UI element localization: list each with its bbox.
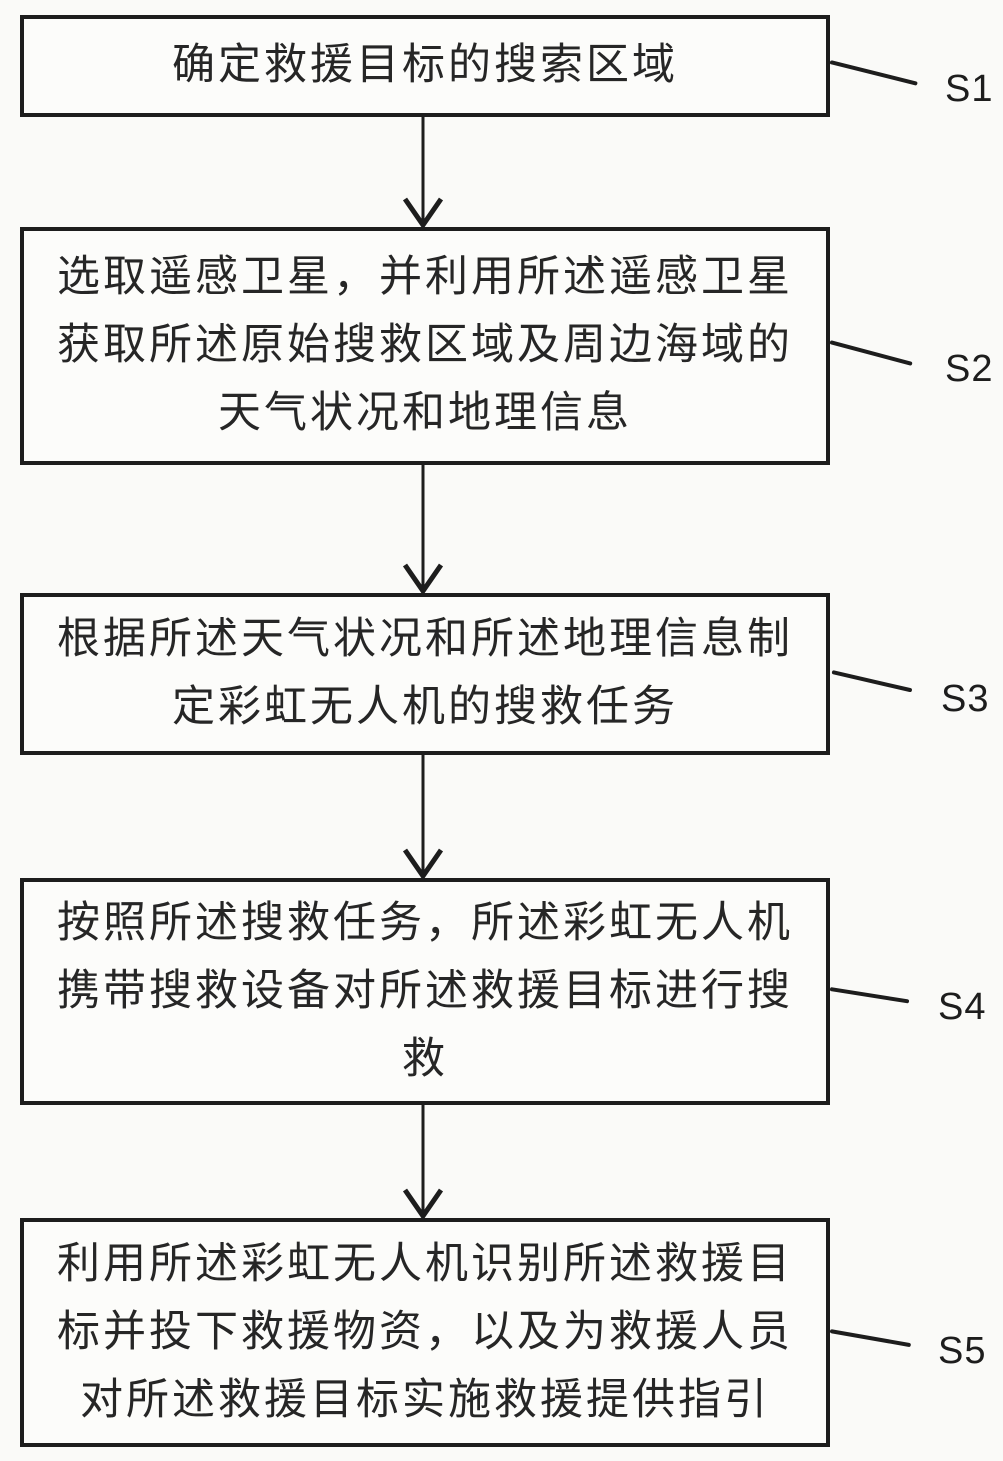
step-text-line: 按照所述搜救任务，所述彩虹无人机 <box>57 899 793 947</box>
step-label-s5: S5 <box>938 1330 987 1372</box>
down-arrow-icon <box>402 1105 444 1220</box>
step-text-line: 根据所述天气状况和所述地理信息制 <box>57 616 793 663</box>
step-text-line: 获取所述原始搜救区域及周边海域的 <box>57 322 793 369</box>
step-box-s3: 根据所述天气状况和所述地理信息制 定彩虹无人机的搜救任务 <box>20 593 830 755</box>
down-arrow-icon <box>402 117 444 229</box>
step-box-s4: 按照所述搜救任务，所述彩虹无人机 携带搜救设备对所述救援目标进行搜 救 <box>20 878 830 1105</box>
leader-line-s3 <box>831 670 913 693</box>
step-box-s5: 利用所述彩虹无人机识别所述救援目 标并投下救援物资，以及为救援人员 对所述救援目… <box>20 1218 830 1447</box>
step-label-s1: S1 <box>945 68 994 110</box>
step-text-line: 救 <box>402 1035 448 1083</box>
leader-line-s5 <box>829 1329 912 1348</box>
step-box-s1: 确定救援目标的搜索区域 <box>20 15 830 117</box>
down-arrow-icon <box>402 465 444 595</box>
step-text-line: 携带搜救设备对所述救援目标进行搜 <box>57 967 793 1015</box>
step-text-line: 对所述救援目标实施救援提供指引 <box>80 1376 770 1424</box>
step-text-line: 选取遥感卫星，并利用所述遥感卫星 <box>57 254 793 301</box>
step-text-line: 确定救援目标的搜索区域 <box>172 42 678 89</box>
leader-line-s2 <box>829 340 913 366</box>
step-box-s2: 选取遥感卫星，并利用所述遥感卫星 获取所述原始搜救区域及周边海域的 天气状况和地… <box>20 227 830 465</box>
step-text-line: 定彩虹无人机的搜救任务 <box>172 684 678 731</box>
leader-line-s1 <box>829 60 918 86</box>
step-text-line: 天气状况和地理信息 <box>218 390 632 437</box>
step-label-s4: S4 <box>938 986 987 1028</box>
step-text-line: 标并投下救援物资，以及为救援人员 <box>57 1308 793 1356</box>
step-text-line: 利用所述彩虹无人机识别所述救援目 <box>57 1240 793 1288</box>
leader-line-s4 <box>829 987 910 1004</box>
step-label-s2: S2 <box>945 348 994 390</box>
step-label-s3: S3 <box>941 678 990 720</box>
down-arrow-icon <box>402 755 444 880</box>
